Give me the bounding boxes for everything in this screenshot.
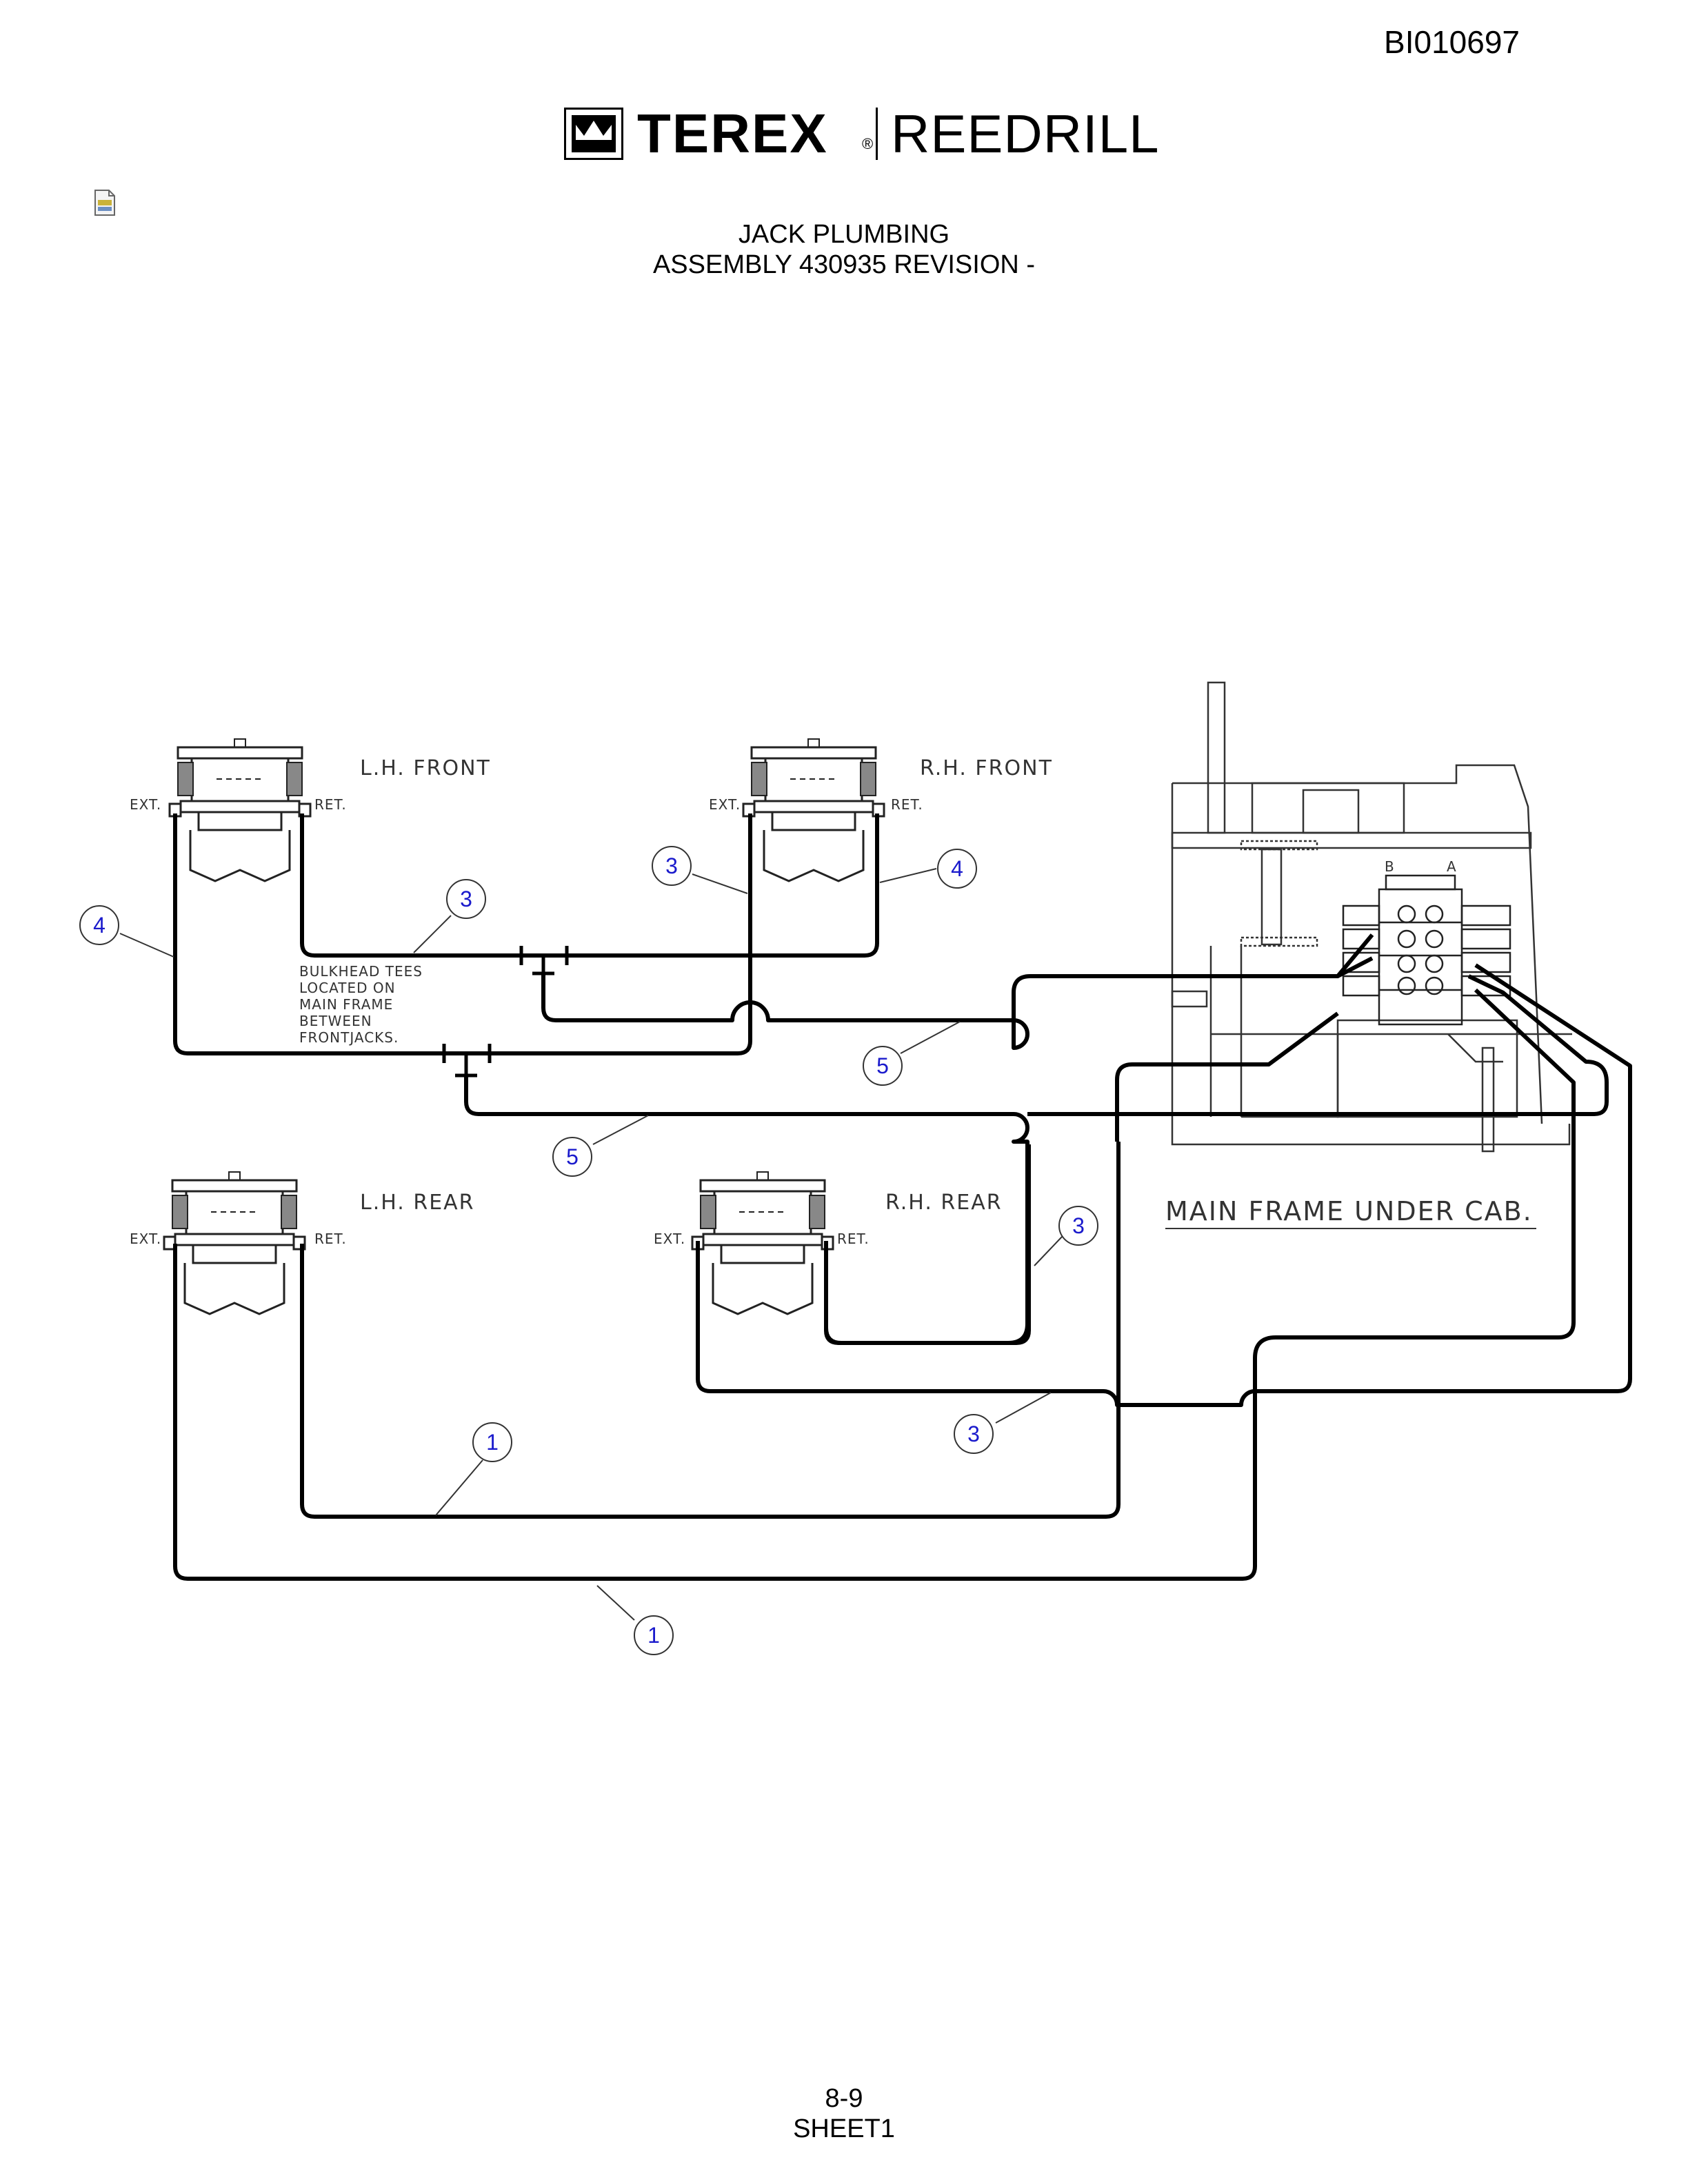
ext-label-rh-rear: EXT.: [654, 1231, 685, 1247]
valve-port-b: B: [1385, 858, 1395, 875]
hose-3-lh-front-ret: [300, 813, 879, 958]
bulkhead-note: BULKHEAD TEES LOCATED ON MAIN FRAME BETW…: [299, 963, 423, 1046]
attachment-icon[interactable]: [91, 189, 119, 216]
hose-4-lh-front-ext: [173, 813, 752, 1055]
ret-label-rh-rear: RET.: [837, 1231, 870, 1247]
main-frame-structure: [1171, 681, 1572, 1153]
svg-text:3: 3: [665, 853, 678, 878]
callout-1-upper: 1: [472, 1422, 512, 1462]
hose-1-lh-rear-ext: [173, 1244, 1257, 1581]
document-id: BI010697: [1384, 24, 1520, 60]
callout-5-lower: 5: [552, 1137, 592, 1177]
ret-label-lh-rear: RET.: [314, 1231, 347, 1247]
hose-line-valve-right: [1253, 988, 1576, 1405]
hose-5-frame-run: [1027, 974, 1609, 1116]
svg-text:3: 3: [1072, 1213, 1085, 1238]
bulkhead-tees: [442, 946, 569, 1078]
brand-reedrill: REEDRILL: [891, 103, 1160, 164]
note-line-2: LOCATED ON: [299, 980, 396, 996]
hose-3-rh-rear-ext: [696, 963, 1632, 1407]
svg-text:3: 3: [460, 887, 472, 911]
jack-rh-front: [742, 738, 885, 882]
label-lh-front: L.H. FRONT: [360, 756, 491, 780]
hose-line-valve-top: [1030, 933, 1374, 978]
registered-mark: ®: [862, 135, 874, 152]
callout-3-rh-front: 3: [652, 846, 692, 886]
hose-line-frame-up: [1115, 1011, 1339, 1142]
svg-text:5: 5: [876, 1053, 889, 1078]
note-line-3: MAIN FRAME: [299, 996, 393, 1013]
svg-text:1: 1: [486, 1430, 499, 1455]
callout-4-rh-front: 4: [937, 849, 977, 889]
callout-leaders: [119, 868, 1063, 1621]
page-footer: 8-9 SHEET1: [0, 2083, 1688, 2144]
hose-1-lh-rear-ret: [300, 1142, 1121, 1519]
control-valve: [1342, 874, 1511, 1026]
label-lh-rear: L.H. REAR: [360, 1191, 475, 1215]
svg-text:5: 5: [566, 1144, 579, 1169]
logo-separator: [876, 108, 878, 160]
valve-port-a: A: [1447, 858, 1457, 875]
main-frame-note: MAIN FRAME UNDER CAB.: [1165, 1196, 1533, 1226]
callout-3-lower: 3: [954, 1414, 994, 1454]
callout-3-rh-rear: 3: [1058, 1206, 1098, 1246]
svg-text:4: 4: [951, 856, 963, 881]
callout-5-upper: 5: [863, 1046, 903, 1086]
ext-label-rh-front: EXT.: [709, 796, 741, 813]
hose-lines: [173, 813, 1632, 1581]
note-line-1: BULKHEAD TEES: [299, 963, 423, 980]
callout-4-left: 4: [79, 905, 119, 945]
jack-lh-rear: [163, 1171, 306, 1315]
brand-terex: TEREX: [637, 103, 828, 164]
title-line-1: JACK PLUMBING: [738, 220, 950, 249]
page-number: 8-9: [825, 2084, 863, 2113]
ext-label-lh-rear: EXT.: [130, 1231, 161, 1247]
ret-label-lh-front: RET.: [314, 796, 347, 813]
ext-label-lh-front: EXT.: [130, 796, 161, 813]
note-line-5: FRONTJACKS.: [299, 1029, 399, 1046]
hose-5-upper-tee: [541, 956, 1374, 1050]
svg-text:4: 4: [93, 913, 106, 938]
sheet-label: SHEET1: [793, 2114, 895, 2143]
jack-rh-rear: [691, 1171, 834, 1315]
drawing-title: JACK PLUMBING ASSEMBLY 430935 REVISION -: [0, 219, 1688, 280]
jack-lh-front: [168, 738, 312, 882]
title-line-2: ASSEMBLY 430935 REVISION -: [652, 250, 1036, 279]
terex-reedrill-logo: TEREX ® REEDRILL: [564, 105, 1185, 163]
callout-3-bulkhead: 3: [446, 879, 486, 919]
svg-text:1: 1: [647, 1623, 660, 1648]
crown-logo-icon: [564, 108, 623, 160]
ret-label-rh-front: RET.: [891, 796, 923, 813]
label-rh-front: R.H. FRONT: [920, 756, 1053, 780]
svg-text:3: 3: [967, 1422, 980, 1446]
hose-3-rh-rear-ret: [824, 1144, 1031, 1345]
callout-1-lower: 1: [634, 1615, 674, 1655]
label-rh-rear: R.H. REAR: [885, 1191, 1003, 1215]
note-line-4: BETWEEN: [299, 1013, 372, 1029]
